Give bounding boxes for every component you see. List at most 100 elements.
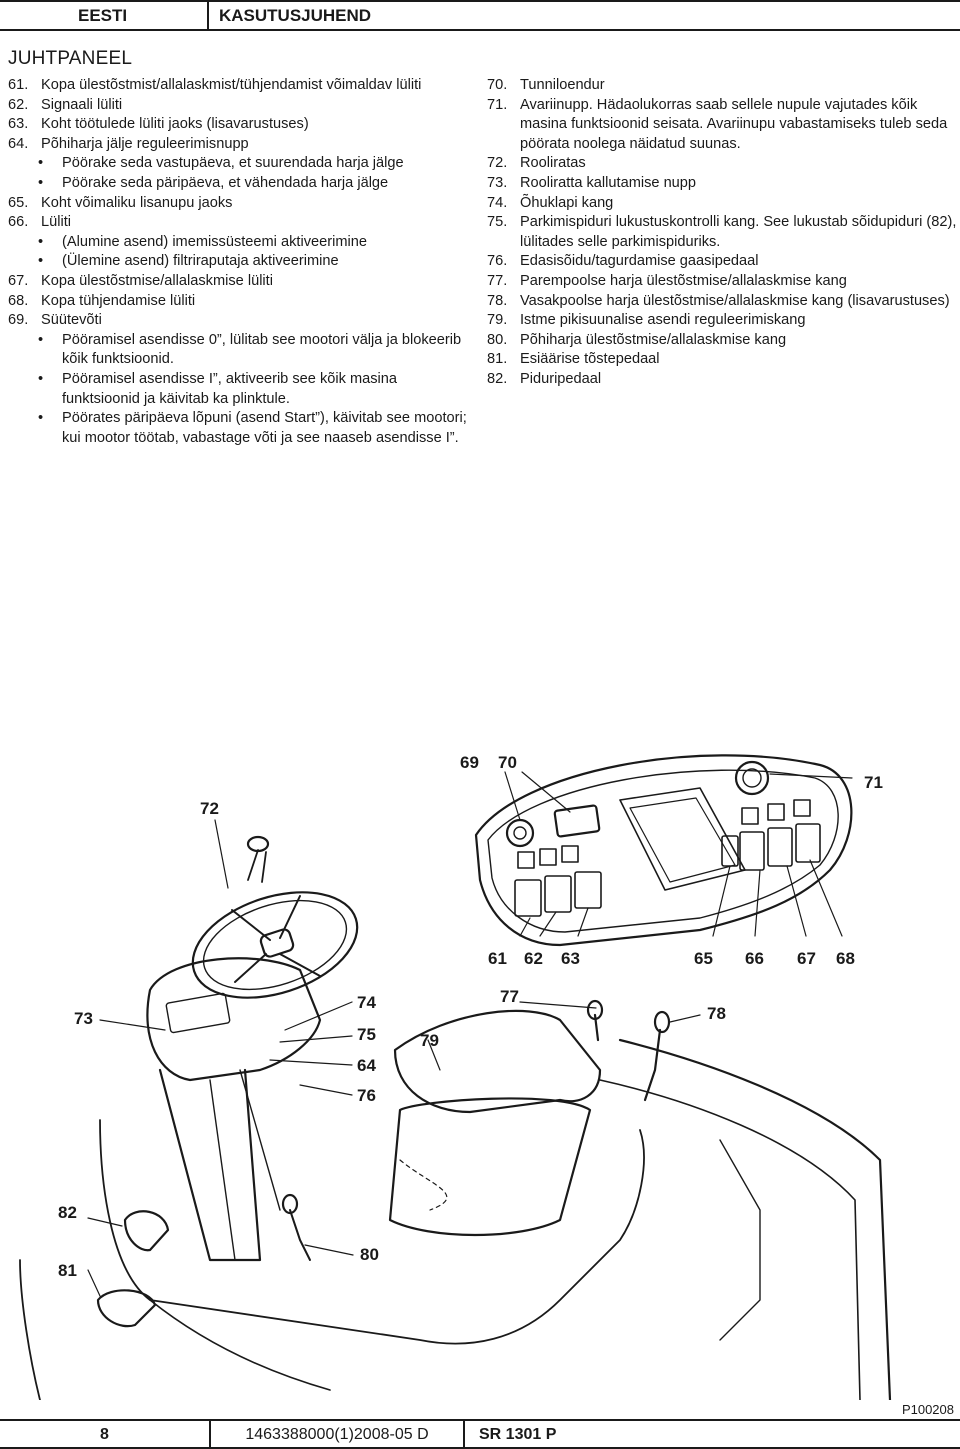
item-number: 67.: [8, 272, 29, 289]
steering-column-body: [158, 1068, 262, 1262]
callout-76: 76: [357, 1086, 376, 1105]
callout-81: 81: [58, 1261, 77, 1280]
bullet-icon: •: [38, 174, 44, 191]
callout-75: 75: [357, 1025, 376, 1044]
list-item: 61.Kopa ülestõstmist/allalaskmist/tühjen…: [8, 76, 468, 96]
list-item: 62.Signaali lüliti: [8, 96, 468, 116]
figure-code: P100208: [901, 1402, 954, 1417]
list-item: 66.Lüliti: [8, 213, 468, 233]
sub-item: • Pöörates päripäeva lõpuni (asend Start”…: [8, 409, 468, 448]
item-number: 77.: [487, 272, 508, 289]
page-number: 8: [0, 1419, 209, 1449]
list-item: 75.Parkimispiduri lukustuskontrolli kang…: [487, 213, 957, 252]
left-switch-group: [514, 845, 602, 917]
callout-61: 61: [488, 949, 507, 968]
item-text: Õhuklapi kang: [520, 194, 614, 211]
sub-item: • (Ülemine asend) filtriraputaja aktiveer…: [8, 252, 468, 272]
item-number: 71.: [487, 96, 508, 113]
ignition-key-icon: [505, 818, 535, 848]
bullet-icon: •: [38, 155, 44, 172]
list-item: 71. Avariinupp. Hädaolukorras saab sellel…: [487, 96, 957, 155]
callout-78: 78: [707, 1004, 726, 1023]
section-title: JUHTPANEEL: [8, 48, 133, 69]
item-number: 63.: [8, 116, 29, 133]
item-number: 73.: [487, 174, 508, 191]
list-item: 80. Põhiharja ülestõstmise/allalaskmise k…: [487, 331, 957, 351]
list-item: 79.Istme pikisuunalise asendi reguleerim…: [487, 311, 957, 331]
list-item: 74.Õhuklapi kang: [487, 194, 957, 214]
callout-67: 67: [797, 949, 816, 968]
line-drawing: 69 70 71 72 61 62 63 65 66 67 68 73 74 7…: [19, 753, 892, 1402]
item-text: Avariinupp. Hädaolukorras saab sellele n…: [520, 96, 948, 152]
sub-item: •Pööramisel asendisse 0”, lülitab see mo…: [8, 331, 468, 370]
item-text: Istme pikisuunalise asendi reguleerimisk…: [520, 312, 806, 329]
list-item: 76. Edasisõidu/tagurdamise gaasipedaal: [487, 252, 957, 272]
list-item: 81.Esiäärise tõstepedaal: [487, 350, 957, 370]
list-item: 72.Rooliratas: [487, 154, 957, 174]
sub-item-text: Pööramisel asendisse I”, aktiveerib see …: [62, 370, 397, 407]
header-document-type: KASUTUSJUHEND: [209, 0, 960, 31]
bullet-icon: •: [38, 410, 44, 427]
item-number: 65.: [8, 194, 29, 211]
bullet-icon: •: [38, 233, 44, 250]
lever-78-icon: [643, 1028, 662, 1102]
item-number: 68.: [8, 292, 29, 309]
list-item: 78.Vasakpoolse harja ülestõstmise/allala…: [487, 292, 957, 312]
item-text: Esiäärise tõstepedaal: [520, 351, 660, 368]
item-text: Vasakpoolse harja ülestõstmise/allalaskm…: [520, 292, 950, 309]
list-item: 82.Piduripedaal: [487, 370, 957, 390]
list-item: 63.Koht töötulede lüliti jaoks (lisavaru…: [8, 115, 468, 135]
item-text: Rooliratta kallutamise nupp: [520, 174, 697, 191]
steering-wheel-icon: [191, 891, 359, 999]
callout-74: 74: [357, 993, 376, 1012]
item-text: Rooliratas: [520, 155, 586, 172]
machine-body-front: [99, 1119, 645, 1345]
item-text: Piduripedaal: [520, 370, 602, 387]
list-item: 65. Koht võimaliku lisanupu jaoks: [8, 194, 468, 214]
callout-79: 79: [420, 1031, 439, 1050]
page-header: EESTI KASUTUSJUHEND: [0, 0, 960, 32]
item-number: 64.: [8, 135, 29, 152]
callout-69: 69: [460, 753, 479, 772]
lever-80-icon: [289, 1209, 311, 1261]
item-text: Koht võimaliku lisanupu jaoks: [41, 194, 233, 211]
callout-70: 70: [498, 753, 517, 772]
right-switch-group: [721, 799, 821, 871]
header-language: EESTI: [0, 0, 209, 31]
item-text: Edasisõidu/tagurdamise gaasipedaal: [520, 253, 759, 270]
model-name: SR 1301 P: [463, 1419, 960, 1449]
document-code: 1463388000(1)2008-05 D: [209, 1419, 463, 1449]
callout-64: 64: [357, 1056, 376, 1075]
list-item: 64. Põhiharja jälje reguleerimisnupp: [8, 135, 468, 155]
list-item: 68. Kopa tühjendamise lüliti: [8, 292, 468, 312]
item-text: Kopa tühjendamise lüliti: [41, 292, 196, 309]
item-number: 80.: [487, 331, 508, 348]
item-text: Kopa ülestõstmise/allalaskmise lüliti: [41, 272, 273, 289]
item-text: Parempoolse harja ülestõstmise/allalaskm…: [520, 272, 847, 289]
list-item: 67. Kopa ülestõstmise/allalaskmise lüliti: [8, 272, 468, 292]
item-number: 76.: [487, 253, 508, 270]
callout-63: 63: [561, 949, 580, 968]
sub-item-text: Pöörates päripäeva lõpuni (asend Start”)…: [62, 410, 467, 446]
callout-71: 71: [864, 773, 883, 792]
item-text: Lüliti: [41, 214, 72, 231]
bullet-icon: •: [38, 253, 44, 270]
item-text: Süütevõti: [41, 312, 102, 329]
sub-item-text: Pöörake seda vastupäeva, et suurendada h…: [62, 155, 404, 172]
list-item: 69.Süütevõti: [8, 311, 468, 331]
sub-item-text: (Alumine asend) imemissüsteemi aktiveeri…: [62, 233, 367, 250]
item-text: Põhiharja jälje reguleerimisnupp: [41, 135, 249, 152]
sub-item-text: (Ülemine asend) filtriraputaja aktiveeri…: [62, 253, 339, 270]
item-number: 62.: [8, 96, 29, 113]
sub-item: • Pöörake seda vastupäeva, et suurendada …: [8, 154, 468, 174]
callout-73: 73: [74, 1009, 93, 1028]
steering-column-panel: [146, 957, 322, 1082]
dashboard-panel-outline: [474, 754, 853, 947]
item-text: Tunniloendur: [520, 77, 605, 93]
sub-item: •Pöörake seda päripäeva, et vähendada ha…: [8, 174, 468, 194]
item-text: Põhiharja ülestõstmise/allalaskmise kang: [520, 331, 787, 348]
callout-65: 65: [694, 949, 713, 968]
seat-cushion: [388, 1097, 592, 1237]
callout-66: 66: [745, 949, 764, 968]
